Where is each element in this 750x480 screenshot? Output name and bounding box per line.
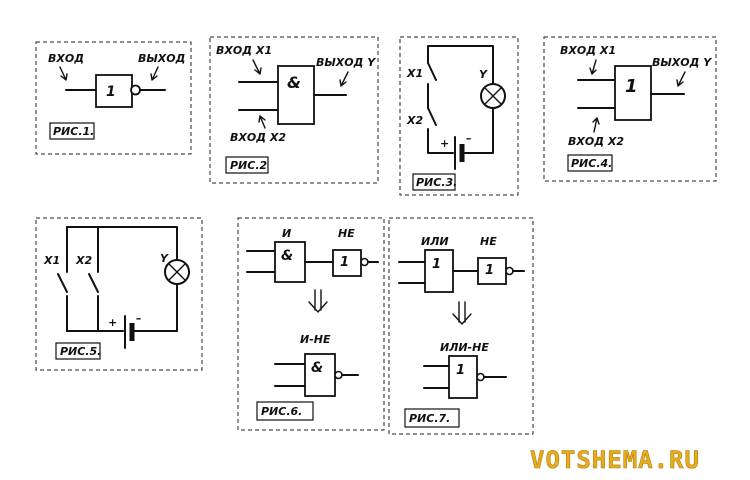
- fig2-output-arrow: [339, 71, 349, 87]
- fig3-switch-x2-label: X2: [406, 114, 423, 127]
- fig4-or-gate: [614, 65, 652, 121]
- fig3-top-wire: [427, 45, 494, 85]
- fig2-caption-box: [225, 156, 269, 174]
- fig6-panel: И НЕ & 1 И-НЕ & РИС.6.: [237, 217, 385, 431]
- fig2-and-gate: [277, 65, 315, 125]
- fig5-minus-sign: –: [136, 312, 142, 325]
- fig4-gate-label: 1: [625, 76, 638, 97]
- fig5-switch-x2-label: X2: [75, 254, 92, 267]
- fig2-caption: РИС.2: [230, 159, 268, 172]
- fig4-frame: [543, 36, 717, 182]
- fig6-not-label: НЕ: [338, 227, 355, 240]
- fig2-frame: [209, 36, 379, 184]
- fig7-panel: ИЛИ НЕ 1 1 ИЛИ-НЕ 1 РИС.7.: [388, 217, 534, 435]
- fig5-switch-x2: [88, 273, 99, 293]
- fig6-not-gate-label: 1: [340, 255, 349, 270]
- fig3-switch-x2: [427, 107, 437, 126]
- fig3-right-wire: [463, 107, 494, 154]
- fig4-input2-arrow: [592, 117, 600, 133]
- fig1-caption: РИС.1.: [53, 125, 94, 138]
- fig3-panel: X1 X2 Y + – РИС.3.: [399, 36, 519, 196]
- fig4-input2-label: ВХОД X2: [568, 135, 624, 148]
- fig6-not-bubble: [360, 257, 369, 267]
- fig7-nor-bubble: [476, 372, 485, 382]
- fig1-panel: ВХОД ВЫХОД 1 РИС.1.: [35, 41, 192, 155]
- fig1-output-arrow: [150, 66, 159, 81]
- fig5-lamp-cross: [168, 263, 186, 281]
- fig5-plus-sign: +: [108, 316, 117, 329]
- fig1-input-arrow: [59, 66, 68, 81]
- fig4-caption: РИС.4.: [571, 157, 612, 170]
- fig1-input-label: ВХОД: [48, 52, 84, 65]
- fig6-caption-box: [256, 401, 314, 421]
- fig3-lamp-cross: [484, 87, 502, 105]
- fig6-and-label: И: [282, 227, 291, 240]
- fig7-not-gate-label: 1: [485, 263, 494, 278]
- fig2-input1-label: ВХОД X1: [216, 44, 272, 57]
- fig5-caption: РИС.5.: [60, 345, 101, 358]
- fig6-nand-bubble: [334, 370, 343, 380]
- fig5-top-wire: [66, 226, 178, 261]
- fig7-or-label: ИЛИ: [421, 235, 449, 248]
- fig5-panel: X1 X2 Y + – РИС.5.: [35, 217, 203, 371]
- fig4-output-label: ВЫХОД Y: [652, 56, 712, 69]
- fig3-switch-x1: [427, 62, 437, 81]
- fig5-lamp-label: Y: [160, 252, 169, 265]
- fig1-not-gate: [95, 74, 133, 108]
- fig6-frame: [237, 217, 385, 431]
- fig7-not-label: НЕ: [480, 235, 497, 248]
- fig7-nor-gate-label: 1: [456, 363, 465, 378]
- fig1-output-label: ВЫХОД: [138, 52, 185, 65]
- fig7-down-arrow: [452, 301, 472, 326]
- fig6-down-arrow: [308, 289, 328, 314]
- fig4-panel: ВХОД X1 ВЫХОД Y ВХОД X2 1 РИС.4.: [543, 36, 717, 182]
- fig4-input1-label: ВХОД X1: [560, 44, 616, 57]
- fig3-switch-x1-label: X1: [406, 67, 423, 80]
- fig3-lamp-label: Y: [479, 68, 488, 81]
- fig6-and-gate: [274, 241, 306, 283]
- fig2-input2-label: ВХОД X2: [230, 131, 286, 144]
- fig5-caption-box: [55, 342, 101, 360]
- fig2-input1-arrow: [252, 59, 262, 75]
- fig6-nand-gate-label: &: [311, 360, 323, 376]
- fig6-and-gate-label: &: [281, 248, 293, 264]
- fig3-plus-sign: +: [440, 137, 449, 150]
- site-watermark: VOTSHEMA.RU: [530, 446, 700, 474]
- fig2-output-label: ВЫХОД Y: [316, 56, 376, 69]
- fig7-or-gate-label: 1: [432, 257, 441, 272]
- fig4-caption-box: [567, 154, 613, 172]
- fig1-inversion-bubble: [130, 84, 141, 96]
- fig3-minus-sign: –: [466, 132, 472, 145]
- fig7-caption: РИС.7.: [409, 412, 450, 425]
- fig2-input2-arrow: [258, 115, 266, 129]
- fig2-panel: ВХОД X1 ВЫХОД Y ВХОД X2 & РИС.2: [209, 36, 379, 184]
- fig6-nand-label: И-НЕ: [300, 333, 331, 346]
- fig5-switch-x1-label: X1: [43, 254, 60, 267]
- fig7-caption-box: [404, 408, 460, 428]
- fig5-right-wire: [133, 283, 178, 332]
- fig3-left-bottom-wire: [427, 128, 454, 154]
- fig7-or-gate: [424, 249, 454, 293]
- fig5-frame: [35, 217, 203, 371]
- fig1-gate-label: 1: [106, 84, 116, 100]
- fig3-frame: [399, 36, 519, 196]
- fig4-output-arrow: [676, 71, 686, 87]
- fig7-not-bubble: [505, 266, 514, 276]
- fig4-input1-arrow: [589, 59, 597, 75]
- fig7-nor-label: ИЛИ-НЕ: [440, 341, 489, 354]
- fig7-frame: [388, 217, 534, 435]
- fig6-not-gate: [332, 249, 362, 277]
- fig3-caption: РИС.3.: [416, 176, 457, 189]
- fig3-caption-box: [412, 173, 456, 191]
- fig1-caption-box: [49, 122, 95, 140]
- fig5-switch-x1: [57, 273, 68, 293]
- fig1-frame: [35, 41, 192, 155]
- fig2-gate-label: &: [287, 73, 301, 92]
- fig6-caption: РИС.6.: [261, 405, 302, 418]
